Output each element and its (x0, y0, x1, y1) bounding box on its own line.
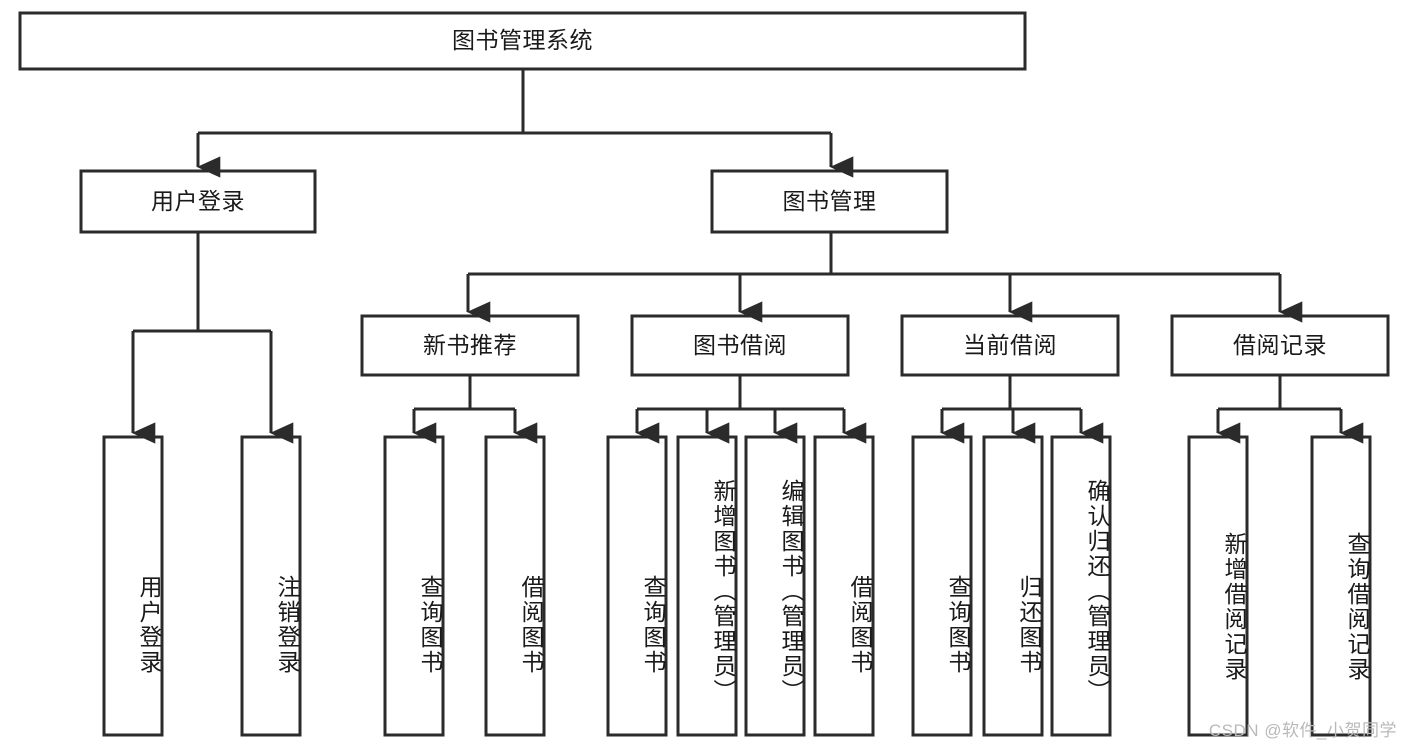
node-box-leaf-edit-book[interactable] (744, 435, 806, 737)
node-box-leaf-add-record[interactable] (1187, 435, 1249, 737)
node-box-leaf-borrow-book-2[interactable] (813, 435, 875, 737)
node-box-leaf-logout[interactable] (240, 435, 302, 737)
node-box-new-book-recommend[interactable] (360, 314, 580, 377)
node-box-leaf-return-book[interactable] (982, 435, 1044, 737)
node-box-current-borrow[interactable] (900, 314, 1120, 377)
node-box-leaf-query-book-1[interactable] (383, 435, 445, 737)
node-box-book-management[interactable] (710, 169, 949, 234)
node-box-user-login[interactable] (79, 169, 317, 234)
node-box-leaf-query-book-3[interactable] (911, 435, 973, 737)
node-box-leaf-query-book-2[interactable] (606, 435, 668, 737)
node-box-leaf-query-record[interactable] (1310, 435, 1372, 737)
watermark-credit: CSDN @软件_小贺同学 (1208, 721, 1397, 740)
node-box-leaf-borrow-book-1[interactable] (484, 435, 546, 737)
node-box-root[interactable] (18, 11, 1027, 71)
node-box-leaf-add-book[interactable] (676, 435, 738, 737)
node-box-leaf-confirm-return[interactable] (1050, 435, 1112, 737)
node-box-borrow-record[interactable] (1170, 314, 1390, 377)
node-box-leaf-user-login[interactable] (102, 435, 164, 737)
node-box-book-borrow[interactable] (630, 314, 850, 377)
